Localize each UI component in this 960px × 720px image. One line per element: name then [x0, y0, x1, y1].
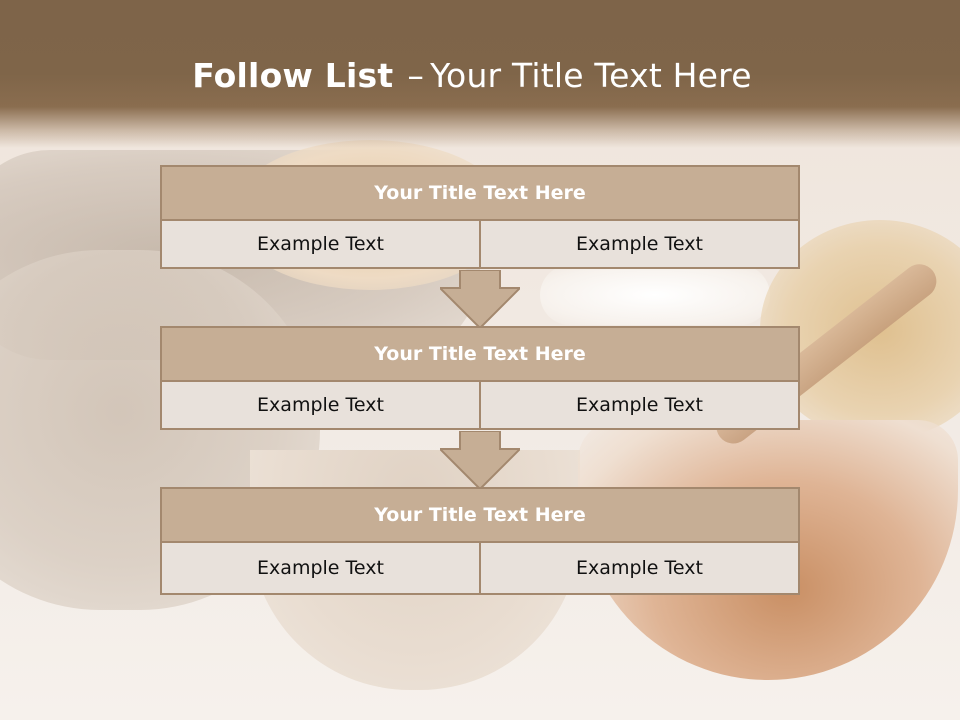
title-dash: – [407, 56, 425, 95]
step-cell-right: Example Text [479, 543, 800, 595]
step-cell-left: Example Text [160, 382, 479, 430]
step-block-title: Your Title Text Here [160, 165, 800, 221]
step-block-2: Your Title Text Here Example Text Exampl… [160, 326, 800, 430]
header-band [0, 0, 960, 148]
step-block-row: Example Text Example Text [160, 543, 800, 595]
down-arrow-icon [440, 270, 520, 328]
step-cell-left: Example Text [160, 543, 479, 595]
step-block-title: Your Title Text Here [160, 326, 800, 382]
title-bold: Follow List [192, 56, 394, 95]
slide-title: Follow List–Your Title Text Here [0, 56, 944, 95]
step-block-row: Example Text Example Text [160, 221, 800, 269]
step-block-3: Your Title Text Here Example Text Exampl… [160, 487, 800, 595]
step-block-row: Example Text Example Text [160, 382, 800, 430]
step-cell-right: Example Text [479, 221, 800, 269]
down-arrow-icon [440, 431, 520, 489]
title-rest: Your Title Text Here [430, 56, 752, 95]
step-cell-left: Example Text [160, 221, 479, 269]
step-cell-right: Example Text [479, 382, 800, 430]
step-block-1: Your Title Text Here Example Text Exampl… [160, 165, 800, 269]
step-block-title: Your Title Text Here [160, 487, 800, 543]
milk-glass [540, 265, 770, 325]
